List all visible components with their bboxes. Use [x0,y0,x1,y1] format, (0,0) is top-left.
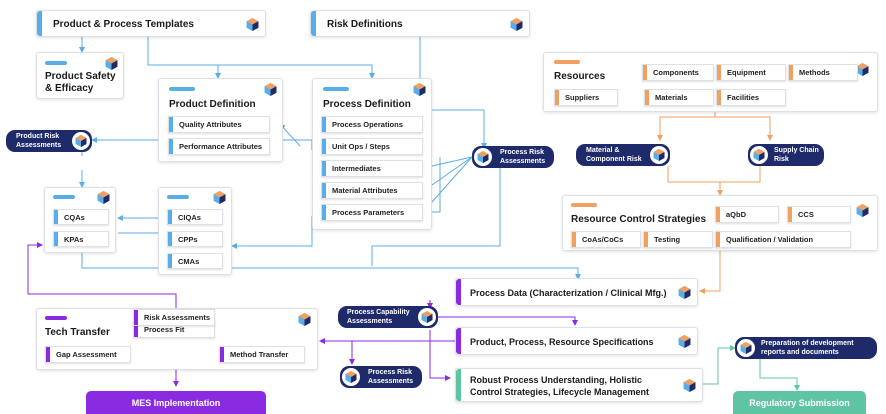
performance-attributes-item[interactable]: Performance Attributes [168,138,270,155]
process-risk-badge-bottom[interactable]: Process Risk Assessments [340,366,422,388]
process-capability-badge[interactable]: Process Capability Assessments [338,306,438,328]
product-cube-icon [856,204,869,217]
equipment-item[interactable]: Equipment [716,64,786,81]
testing-item[interactable]: Testing [643,231,713,248]
cmas-item[interactable]: CMAs [167,253,223,269]
aqbd-item[interactable]: aQbD [715,206,779,223]
process-risk-label-2: Assessments [500,158,546,165]
robust-process-title-1: Robust Process Understanding, Holistic [470,375,643,385]
cpps-item[interactable]: CPPs [167,231,223,247]
product-risk-badge[interactable]: Product Risk Assessments [6,130,92,152]
process-parameters-item[interactable]: Process Parameters [321,204,423,221]
cqas-item[interactable]: CQAs [53,209,109,225]
material-risk-icon [650,146,668,164]
facilities-item[interactable]: Facilities [716,89,786,106]
kpas-item[interactable]: KPAs [53,231,109,247]
materials-item[interactable]: Materials [644,89,714,106]
product-definition-card[interactable]: Product Definition Quality Attributes Pe… [158,78,283,162]
product-cube-icon [97,191,110,204]
process-capability-label-1: Process Capability [347,309,410,316]
risk-definitions-title: Risk Definitions [327,19,403,30]
quality-attributes-item[interactable]: Quality Attributes [168,116,270,133]
process-definition-title: Process Definition [323,99,411,110]
supply-chain-icon [750,146,768,164]
risk-definitions-card[interactable]: Risk Definitions [310,10,530,37]
ccs-item[interactable]: CCS [787,206,851,223]
supply-chain-badge[interactable]: Supply Chain Risk [748,144,824,166]
product-cube-icon [678,335,691,348]
robust-process-card[interactable]: Robust Process Understanding, Holistic C… [455,368,703,402]
material-risk-label-2: Component Risk [586,156,642,163]
templates-card[interactable]: Product & Process Templates [36,10,266,37]
coas-cocs-item[interactable]: CoAs/CoCs [571,231,641,248]
process-capability-label-2: Assessments [347,318,393,325]
supply-chain-label-2: Risk [774,156,789,163]
ciqas-item[interactable]: CIQAs [167,209,223,225]
product-cube-icon [246,18,259,31]
mes-implementation-button[interactable]: MES Implementation [86,391,266,414]
product-cube-icon [510,18,523,31]
qualification-validation-item[interactable]: Qualification / Validation [715,231,851,248]
resources-card[interactable]: Resources Components Equipment Methods S… [543,52,878,112]
process-risk-label-1: Process Risk [500,149,544,156]
product-safety-title-1: Product Safety [45,71,116,82]
process-risk-bottom-label-2: Assessments [368,378,414,385]
regulatory-submission-button[interactable]: Regulatory Submission [733,391,866,414]
material-risk-badge[interactable]: Material & Component Risk [576,144,670,166]
ciqa-cpp-cma-card[interactable]: CIQAs CPPs CMAs [158,187,232,275]
process-capability-icon [418,308,436,326]
product-cube-icon [264,83,277,96]
product-cube-icon [213,191,226,204]
tech-transfer-card[interactable]: Tech Transfer Process Fit Gap Assessment… [36,308,318,370]
development-reports-label-2: reports and documents [761,349,839,356]
resource-control-card[interactable]: Resource Control Strategies aQbD CCS CoA… [562,195,878,251]
process-risk-badge[interactable]: Process Risk Assessments [472,146,554,168]
product-risk-icon [72,132,90,150]
unit-ops-item[interactable]: Unit Ops / Steps [321,138,423,155]
process-data-title: Process Data (Characterization / Clinica… [470,288,667,298]
product-definition-title: Product Definition [169,99,256,110]
product-safety-title-2: & Efficacy [45,83,94,94]
process-risk-icon [474,148,492,166]
product-cube-icon [683,379,696,392]
resources-title: Resources [554,71,606,82]
product-risk-label-1: Product Risk [16,133,60,140]
material-attributes-item[interactable]: Material Attributes [321,182,423,199]
supply-chain-label-1: Supply Chain [774,147,819,154]
process-data-card[interactable]: Process Data (Characterization / Clinica… [455,278,698,306]
material-risk-label-1: Material & [586,147,620,154]
robust-process-title-2: Control Strategies, Lifecycle Management [470,387,650,397]
templates-title: Product & Process Templates [53,19,194,30]
risk-assessments-item[interactable]: Risk Assessments [133,309,215,326]
product-cube-icon [105,57,118,70]
intermediates-item[interactable]: Intermediates [321,160,423,177]
method-transfer-item[interactable]: Method Transfer [219,346,305,363]
development-reports-badge[interactable]: Preparation of development reports and d… [735,337,877,359]
methods-item[interactable]: Methods [788,64,858,81]
tech-transfer-title: Tech Transfer [45,327,110,338]
process-definition-card[interactable]: Process Definition Process Operations Un… [312,78,432,230]
cqa-kpa-card[interactable]: CQAs KPAs [44,187,116,253]
product-cube-icon [856,63,869,76]
process-operations-item[interactable]: Process Operations [321,116,423,133]
product-risk-label-2: Assessments [16,142,62,149]
product-cube-icon [678,286,691,299]
process-risk-bottom-icon [342,368,360,386]
product-safety-card[interactable]: Product Safety & Efficacy [36,52,124,99]
components-item[interactable]: Components [642,64,714,81]
suppliers-item[interactable]: Suppliers [554,89,618,106]
product-cube-icon [413,83,426,96]
product-cube-icon [298,313,311,326]
development-reports-icon [737,339,755,357]
process-risk-bottom-label-1: Process Risk [368,369,412,376]
specifications-title: Product, Process, Resource Specification… [470,337,654,347]
specifications-card[interactable]: Product, Process, Resource Specification… [455,327,698,355]
gap-assessment-item[interactable]: Gap Assessment [45,346,131,363]
resource-control-title: Resource Control Strategies [571,214,707,225]
development-reports-label-1: Preparation of development [761,340,854,347]
